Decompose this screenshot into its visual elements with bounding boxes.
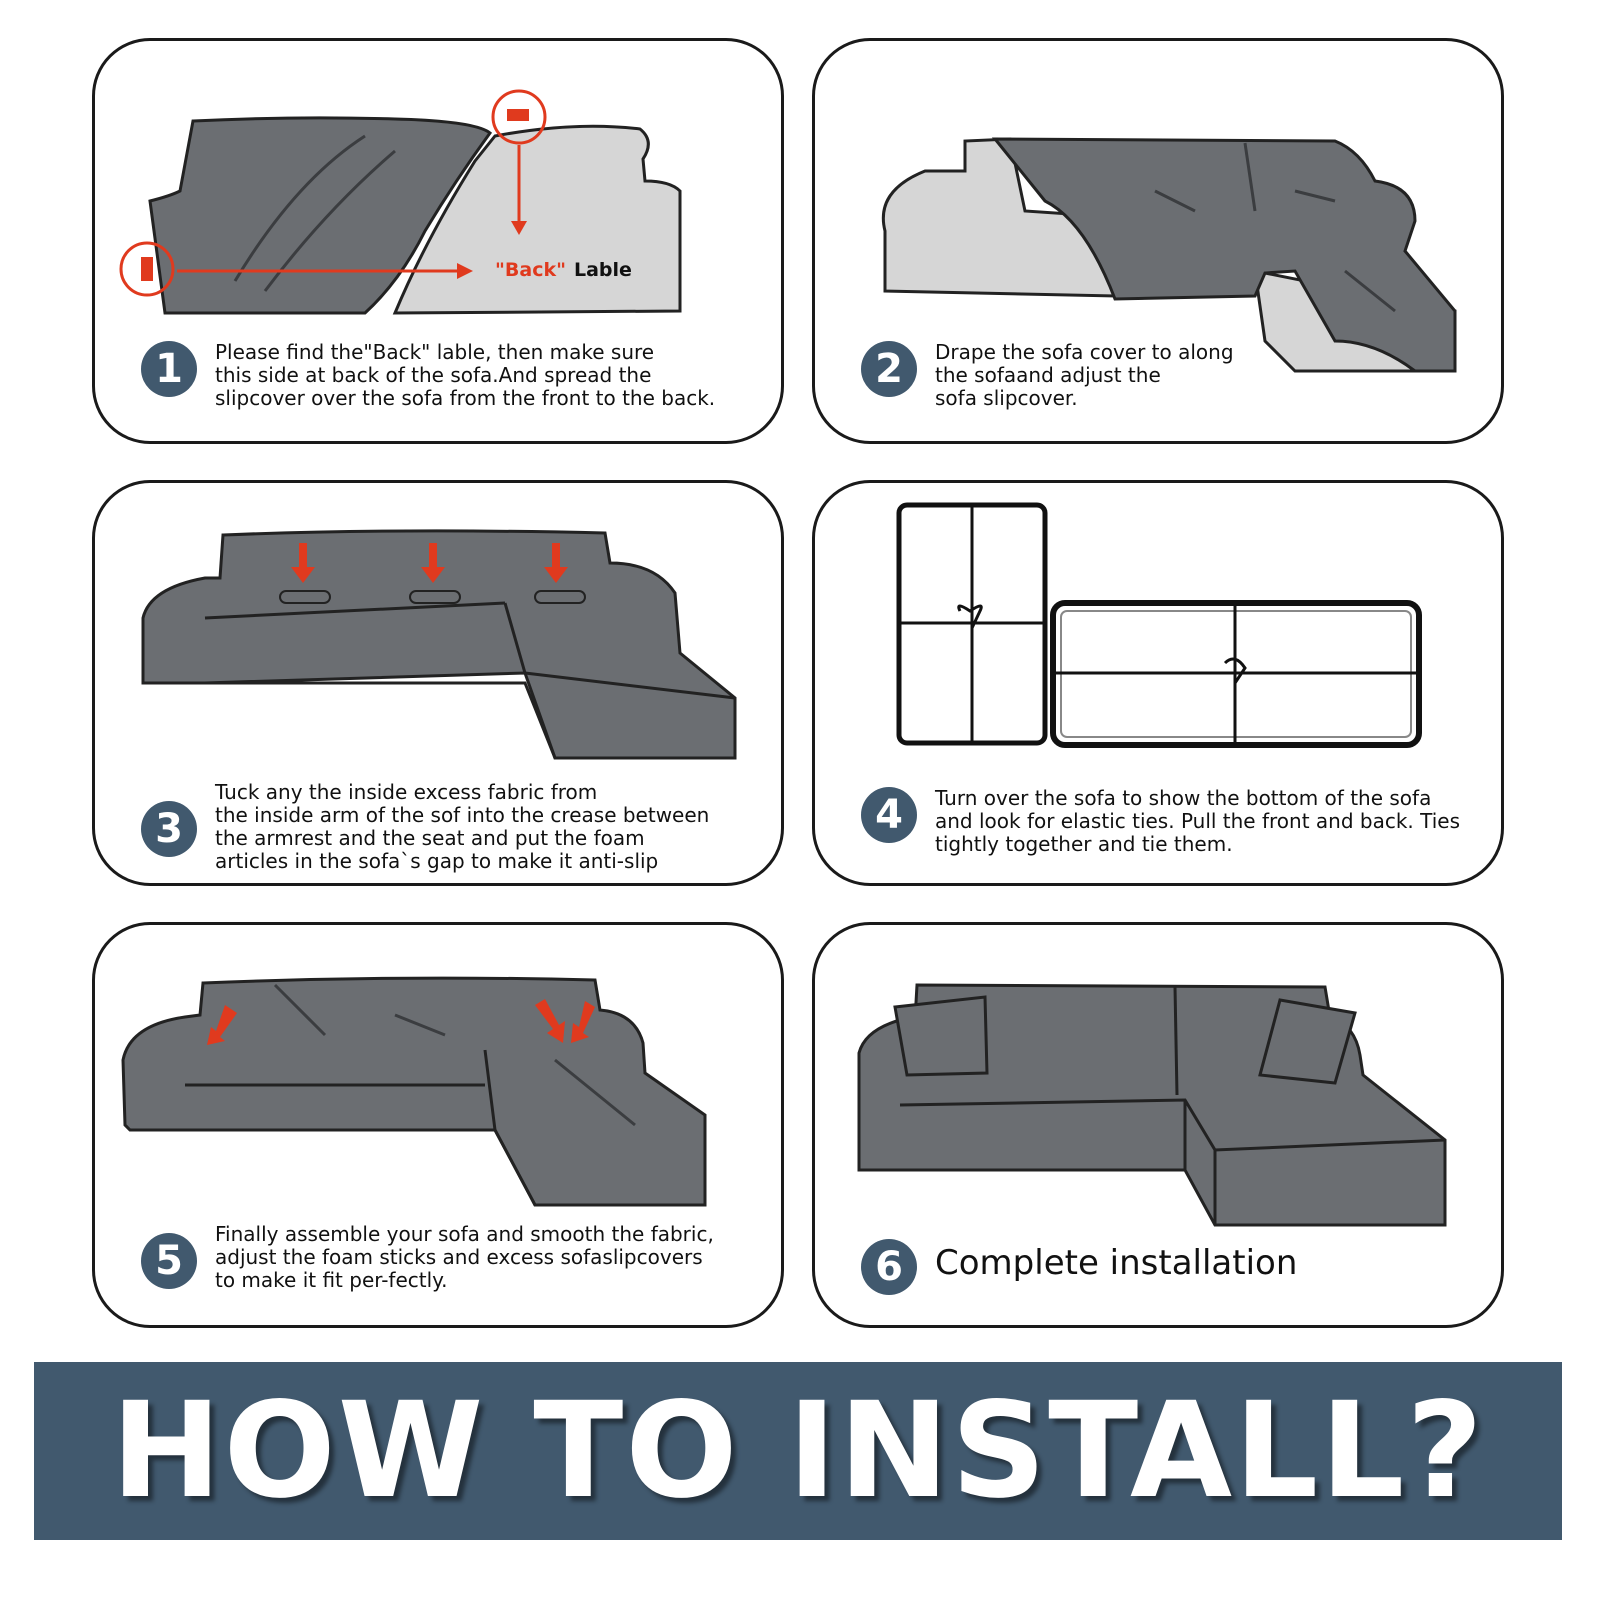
- step-1-card: "Back" Lable 1 Please find the"Back" labl…: [92, 38, 784, 444]
- step-5-text: Finally assemble your sofa and smooth th…: [215, 1222, 714, 1292]
- step-number-badge: 1: [141, 341, 197, 397]
- step-1-text: Please find the"Back" lable, then make s…: [215, 340, 716, 410]
- step-4-card: 4 Turn over the sofa to show the bottom …: [812, 480, 1504, 886]
- step-number-badge: 5: [141, 1233, 197, 1289]
- elastic-ties-illustration: [896, 502, 1422, 748]
- step-3-card: 3 Tuck any the inside excess fabric from…: [92, 480, 784, 886]
- back-label-word: Lable: [574, 259, 632, 281]
- back-label-quoted: "Back": [495, 259, 566, 281]
- step-number-badge: 6: [861, 1239, 917, 1295]
- step-6-row: 6 Complete installation: [861, 1239, 1297, 1295]
- step-3-row: 3 Tuck any the inside excess fabric from…: [141, 781, 709, 873]
- back-label-caption: "Back" Lable: [495, 259, 632, 281]
- step-6-text: Complete installation: [935, 1243, 1298, 1283]
- step-number-badge: 4: [861, 787, 917, 843]
- step-5-card: 5 Finally assemble your sofa and smooth …: [92, 922, 784, 1328]
- step-4-row: 4 Turn over the sofa to show the bottom …: [861, 787, 1460, 856]
- step-number-badge: 3: [141, 801, 197, 857]
- title-banner: HOW TO INSTALL?: [34, 1362, 1562, 1540]
- step-6-card: 6 Complete installation: [812, 922, 1504, 1328]
- completed-sofa-illustration: [857, 983, 1447, 1227]
- sofa-drape-illustration: [881, 137, 1457, 373]
- step-2-text: Drape the sofa cover to along the sofaan…: [935, 340, 1234, 410]
- step-3-text: Tuck any the inside excess fabric from t…: [215, 780, 710, 873]
- step-2-row: 2 Drape the sofa cover to along the sofa…: [861, 341, 1234, 410]
- banner-title: HOW TO INSTALL?: [111, 1374, 1485, 1528]
- sofa-back-label-illustration: [119, 89, 682, 315]
- step-number-badge: 2: [861, 341, 917, 397]
- sofa-smooth-illustration: [121, 976, 707, 1207]
- step-2-card: 2 Drape the sofa cover to along the sofa…: [812, 38, 1504, 444]
- step-5-row: 5 Finally assemble your sofa and smooth …: [141, 1223, 714, 1292]
- step-1-row: 1 Please find the"Back" lable, then make…: [141, 341, 715, 410]
- sofa-tuck-illustration: [141, 529, 737, 760]
- step-4-text: Turn over the sofa to show the bottom of…: [935, 786, 1461, 856]
